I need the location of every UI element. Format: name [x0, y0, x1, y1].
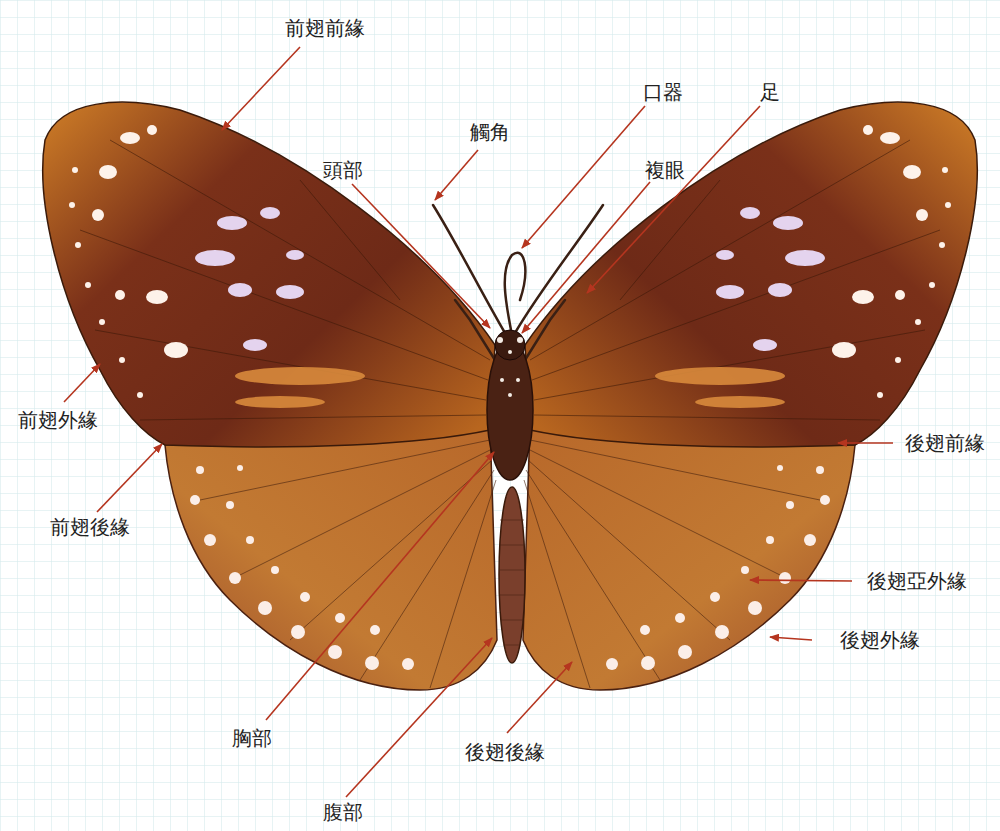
part-label: 複眼	[645, 159, 685, 181]
part-label: 後翅前緣	[905, 432, 985, 454]
part-label: 腹部	[323, 801, 363, 823]
part-label: 後翅亞外緣	[867, 570, 967, 592]
leader-lines	[64, 47, 893, 797]
part-label: 口器	[643, 81, 683, 103]
part-label: 後翅外緣	[840, 629, 920, 651]
part-label: 後翅後緣	[465, 741, 545, 763]
part-label: 前翅前緣	[285, 17, 365, 39]
part-label: 前翅外緣	[18, 409, 98, 431]
part-label: 胸部	[232, 727, 272, 749]
part-label: 足	[760, 81, 780, 103]
part-label: 前翅後緣	[50, 516, 130, 538]
part-label: 頭部	[323, 159, 363, 181]
part-label: 觸角	[470, 121, 510, 143]
